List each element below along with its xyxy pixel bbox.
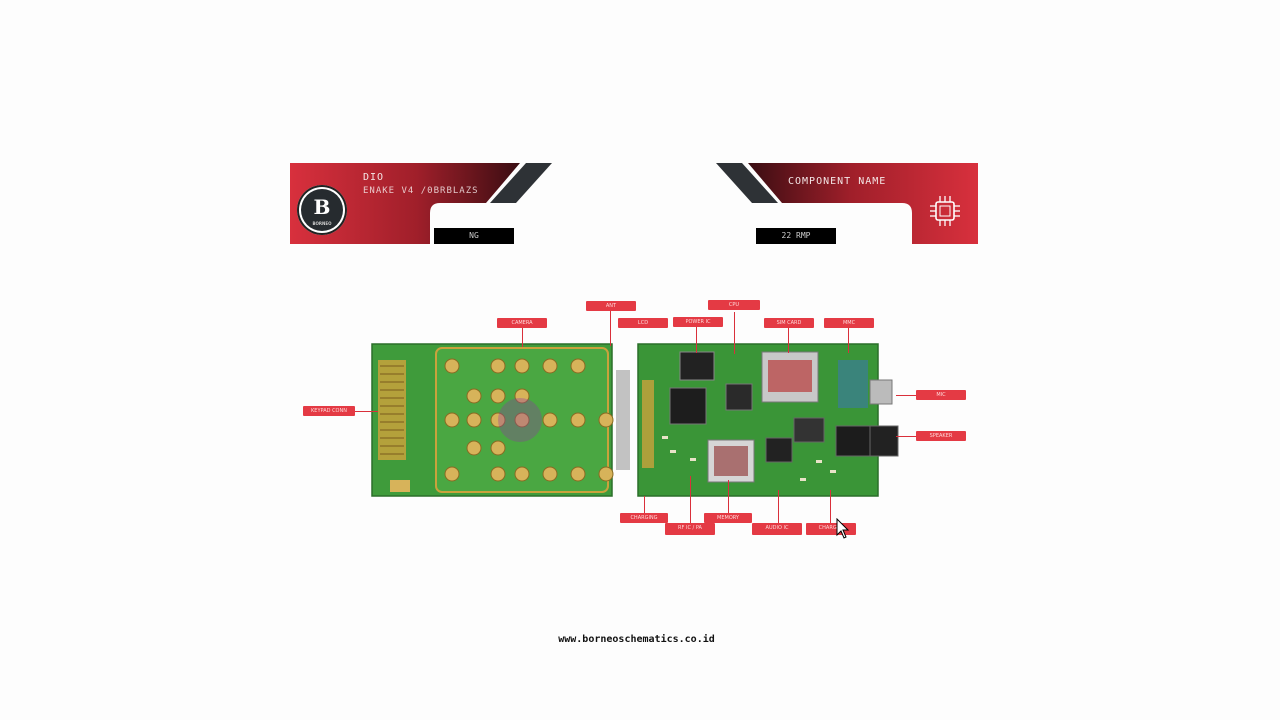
leader-line <box>610 310 611 346</box>
component-name-label: COMPONENT NAME <box>788 176 887 187</box>
main-board <box>637 343 899 497</box>
model-subtitle: ENAKE V4 /0BRBLAZS <box>363 186 479 196</box>
header-right-panel <box>716 163 978 244</box>
leader-line <box>896 436 916 437</box>
brand-sub: BORNEO <box>312 221 332 226</box>
leader-line <box>690 476 691 524</box>
callout-speaker[interactable]: SPEAKER <box>916 431 966 441</box>
model-title: DIO <box>363 172 385 183</box>
chip-icon <box>930 196 960 226</box>
leader-line <box>522 327 523 347</box>
callout-audio-ic[interactable]: AUDIO IC <box>752 523 802 535</box>
callout-cpu[interactable]: CPU <box>708 300 760 310</box>
callout-sim-card[interactable]: SIM CARD <box>764 318 814 328</box>
leader-line <box>734 312 735 354</box>
callout-rf-ic[interactable]: RF IC / PA <box>665 523 715 535</box>
callout-memory[interactable]: MEMORY <box>704 513 752 523</box>
leader-line <box>788 327 789 353</box>
callout-ant[interactable]: ANT <box>586 301 636 311</box>
right-black-bar: 22 RMP <box>756 228 836 244</box>
pcb-board-diagram[interactable] <box>370 340 900 500</box>
mouse-cursor-icon <box>836 518 850 539</box>
leader-line <box>728 480 729 516</box>
brand-logo: B BORNEO <box>297 185 347 235</box>
leader-line <box>896 395 916 396</box>
callout-lcd[interactable]: LCD <box>618 318 668 328</box>
callout-mmc[interactable]: MMC <box>824 318 874 328</box>
callout-charging[interactable]: CHARGING <box>620 513 668 523</box>
callout-power-ic[interactable]: POWER IC <box>673 317 723 327</box>
callout-camera[interactable]: CAMERA <box>497 318 547 328</box>
footer-url[interactable]: www.borneoschematics.co.id <box>558 634 715 645</box>
leader-line <box>644 496 645 516</box>
board-connector <box>616 370 630 470</box>
left-black-bar: NG <box>434 228 514 244</box>
leader-line <box>848 327 849 353</box>
leader-line <box>778 490 779 524</box>
keypad-board <box>371 343 614 497</box>
leader-line <box>354 411 378 412</box>
callout-keypad-conn[interactable]: KEYPAD CONN <box>303 406 355 416</box>
header-left-panel <box>290 163 552 244</box>
header-left-shape <box>290 163 552 244</box>
leader-line <box>696 327 697 353</box>
leader-line <box>830 490 831 524</box>
header-right-shape <box>716 163 978 244</box>
brand-letter: B <box>313 195 331 219</box>
callout-mic[interactable]: MIC <box>916 390 966 400</box>
